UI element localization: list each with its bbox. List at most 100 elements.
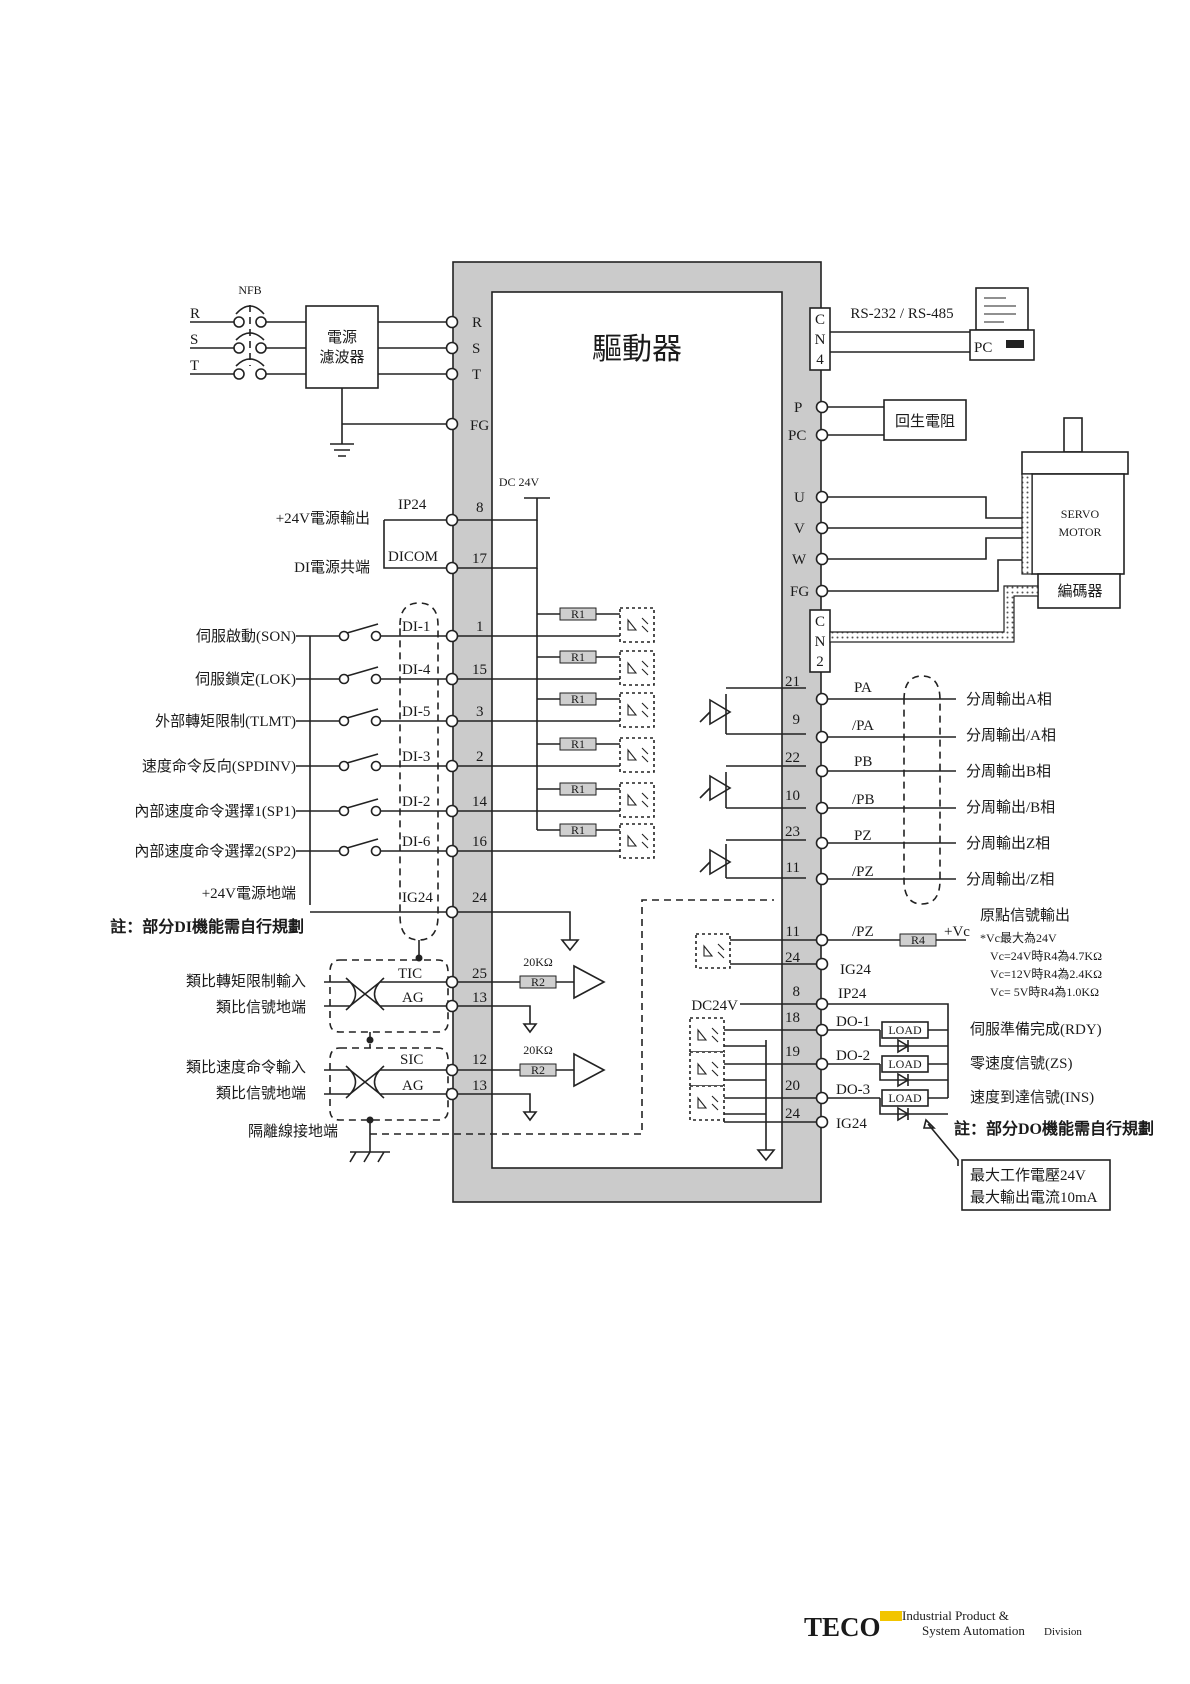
- terminal-t: [445, 367, 459, 381]
- optocoupler-icon: [689, 1051, 725, 1087]
- terminal-motor-fg: [815, 584, 829, 598]
- enc-pin: 9: [793, 712, 801, 728]
- origin-note: *Vc最大為24V: [980, 931, 1057, 945]
- enc-label: 分周輸出/B相: [966, 799, 1055, 816]
- ip24-name: IP24: [398, 497, 427, 513]
- terminal-pc: [815, 428, 829, 442]
- di-row: 速度命令反向(SPDINV) DI-3 2 R1: [142, 737, 655, 775]
- terminal-u: [815, 490, 829, 504]
- analog-pin: 12: [472, 1052, 487, 1068]
- dc24-label: DC 24V: [499, 475, 540, 489]
- logo-line-1: Industrial Product &: [902, 1608, 1009, 1623]
- di-name: DI-2: [402, 794, 430, 810]
- optocoupler-icon: [619, 650, 655, 686]
- terminal-analog: [445, 975, 459, 989]
- twisted-pair-icon: [324, 977, 446, 1011]
- servo-motor-icon: [1021, 417, 1129, 609]
- do-ground-name: IG24: [836, 1116, 867, 1132]
- do-supply-name: IP24: [838, 986, 867, 1002]
- optocoupler-icon: [619, 782, 655, 818]
- di-label: 速度命令反向(SPDINV): [142, 757, 296, 775]
- terminal-di: [445, 714, 459, 728]
- origin-note: Vc=24V時R4為4.7KΩ: [990, 949, 1102, 963]
- amplifier-icon: [573, 964, 606, 1000]
- drive-title: 驅動器: [592, 333, 682, 366]
- enc-name: PA: [854, 680, 872, 696]
- enc-pin: 22: [785, 750, 800, 766]
- switch-contact-icon: [338, 715, 350, 727]
- do-pin: 18: [785, 1010, 800, 1026]
- nfb-breaker-icon: [233, 305, 267, 380]
- analog-pin: 13: [472, 990, 487, 1006]
- di-pin: 14: [472, 794, 488, 810]
- terminal-ig24: [445, 905, 459, 919]
- resistor-label: R1: [571, 737, 585, 751]
- di-name: DI-6: [402, 834, 431, 850]
- origin-note: Vc= 5V時R4為1.0KΩ: [990, 985, 1099, 999]
- terminal-do: [815, 1091, 829, 1105]
- resistor-label: R1: [571, 607, 585, 621]
- diode-icon: [897, 1072, 910, 1088]
- do-label: 伺服準備完成(RDY): [970, 1021, 1102, 1038]
- cn4-letter: 4: [816, 352, 824, 368]
- cn4-letter: N: [815, 332, 826, 348]
- motor-label-1: SERVO: [1061, 507, 1100, 521]
- terminal-r: [445, 315, 459, 329]
- terminal-s: [445, 341, 459, 355]
- rs232-label: RS-232 / RS-485: [850, 306, 953, 322]
- terminal-analog: [445, 1063, 459, 1077]
- ground-icon: [330, 443, 354, 457]
- do-supply-label: DC24V: [691, 998, 738, 1014]
- di-note: 註：部分DI機能需自行規劃: [110, 917, 304, 936]
- resistor-label: R4: [911, 933, 925, 947]
- do-note: 註：部分DO機能需自行規劃: [954, 1119, 1154, 1138]
- signal-ground-icon: [560, 939, 580, 952]
- resistor-r4: [899, 933, 937, 947]
- terminal-analog: [445, 1087, 459, 1101]
- ip24-label: +24V電源輸出: [276, 510, 370, 527]
- ig24-label: +24V電源地端: [202, 885, 296, 902]
- analog-label: 類比速度命令輸入: [186, 1058, 306, 1076]
- terminal-p-label: P: [794, 400, 802, 416]
- cn4-comm: C N 4 RS-232 / RS-485 PC: [809, 287, 1035, 371]
- dicom-name: DICOM: [388, 549, 438, 565]
- switch-contact-icon: [338, 760, 350, 772]
- amplifier-icon: [573, 1052, 606, 1088]
- resistor-label: R2: [531, 1063, 545, 1077]
- terminal-analog: [445, 999, 459, 1013]
- optocoupler-icon: [619, 737, 655, 773]
- di-pin: 1: [476, 619, 484, 635]
- di-row: 內部速度命令選擇1(SP1) DI-2 14 R1: [134, 782, 655, 820]
- resistor-r1: [559, 782, 597, 796]
- encoder-outputs: 21 PA 分周輸出A相 9 /PA 分周輸出/A相 22 PB 分周輸出B相 …: [699, 674, 1056, 905]
- switch-contact-icon: [370, 760, 382, 772]
- filter-label-1: 電源: [327, 329, 357, 346]
- terminal-pc-label: PC: [788, 428, 806, 444]
- motor-output: U V W FG SERVO MOTOR 編碼器 C N 2: [790, 417, 1129, 673]
- load-label: LOAD: [888, 1023, 922, 1037]
- terminal-di: [445, 629, 459, 643]
- optocoupler-icon: [689, 1085, 725, 1121]
- di-name: DI-5: [402, 704, 430, 720]
- do-supply-pin: 8: [793, 984, 801, 1000]
- terminal-p: [815, 400, 829, 414]
- optocoupler-icon: [619, 823, 655, 859]
- enc-name: /PZ: [852, 864, 874, 880]
- do-label: 零速度信號(ZS): [970, 1055, 1073, 1072]
- signal-ground-icon: [756, 1149, 776, 1162]
- resistor-label: R2: [531, 975, 545, 989]
- analog-pin: 13: [472, 1078, 487, 1094]
- signal-ground-icon: [522, 1023, 538, 1034]
- terminal-dicom: [445, 561, 459, 575]
- chassis-ground-icon: [349, 1151, 390, 1163]
- ip24-pin: 8: [476, 500, 484, 516]
- enc-label: 分周輸出A相: [966, 691, 1052, 708]
- terminal-r-label: R: [472, 315, 482, 331]
- resistor-r2: [519, 1063, 557, 1077]
- terminal-enc: [815, 730, 829, 744]
- terminal-origin: [815, 933, 829, 947]
- analog-gnd-name: AG: [402, 990, 424, 1006]
- nfb-label: NFB: [238, 283, 261, 297]
- drive-frame: 驅動器: [452, 261, 822, 1203]
